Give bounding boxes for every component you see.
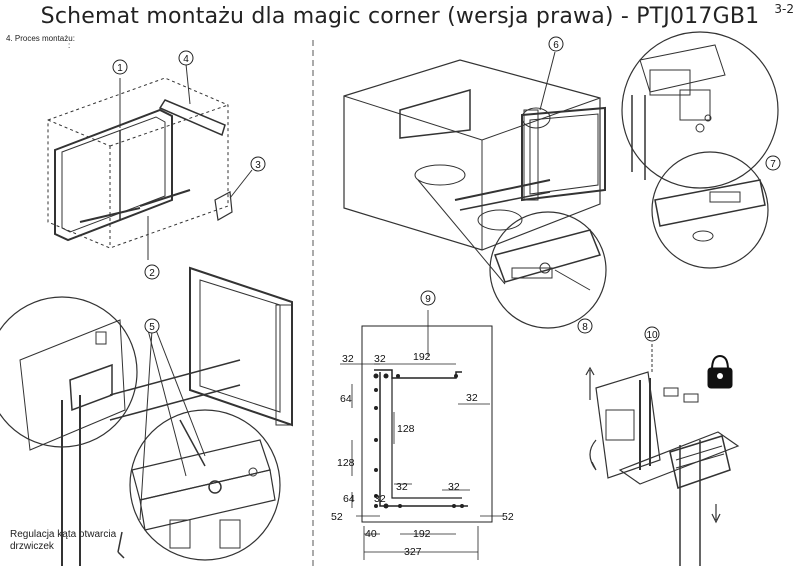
page-number: 3-2 (774, 2, 794, 16)
section-label: 4. Proces montażu: : (6, 34, 75, 50)
dimension-labels: 32 32 192 32 64 128 128 64 32 32 32 52 5… (331, 351, 514, 558)
page-title: Schemat montażu dla magic corner (wersja… (40, 4, 760, 29)
callout-2 (144, 264, 160, 280)
dim-bottom-40: 40 (365, 528, 377, 540)
dim-top-width: 192 (413, 351, 431, 363)
mounting-holes (373, 373, 464, 509)
dim-bottom-32-c: 32 (448, 481, 460, 493)
section-label-colon: : (68, 41, 71, 50)
callout-7-label: 7 (770, 159, 776, 170)
dim-bottom-327: 327 (404, 546, 422, 558)
callout-8 (577, 318, 593, 334)
callout-9-label: 9 (425, 294, 431, 305)
callout-10-label: 10 (646, 330, 658, 341)
callout-8-label: 8 (582, 322, 588, 333)
callout-markers (112, 36, 781, 342)
dimension-drawing (340, 310, 504, 560)
section-label-text: 4. Proces montażu: (6, 34, 75, 43)
dim-right-upper: 32 (466, 392, 478, 404)
dim-left-52: 52 (331, 511, 343, 523)
dim-left-64-lower: 64 (343, 493, 355, 505)
cabinet-frame-view (47, 63, 253, 260)
padlock-icon (707, 354, 733, 389)
callout-6 (548, 36, 564, 52)
callout-4-label: 4 (183, 54, 189, 65)
dim-top-left: 32 (342, 353, 354, 365)
callout-10 (644, 326, 660, 342)
callout-3-label: 3 (255, 160, 261, 171)
callout-2-label: 2 (149, 268, 155, 279)
callout-6-label: 6 (553, 40, 559, 51)
dim-top-mid: 32 (374, 353, 386, 365)
callout-1-label: 1 (117, 63, 123, 74)
dim-left-128: 128 (337, 457, 355, 469)
dim-right-52: 52 (502, 511, 514, 523)
callout-7 (765, 155, 781, 171)
callout-3 (250, 156, 266, 172)
dim-bottom-192: 192 (413, 528, 431, 540)
hinge-detail-view (0, 266, 293, 566)
lock-assembly-view (585, 344, 740, 566)
dim-bottom-32-b: 32 (374, 493, 386, 505)
callout-labels: 1 4 3 2 5 6 7 8 9 10 (117, 40, 776, 341)
callout-4 (178, 50, 194, 66)
dim-bottom-32-a: 32 (396, 481, 408, 493)
dim-mid-128: 128 (397, 423, 415, 435)
cabinet-mounted-view (343, 31, 779, 329)
adjustment-caption: Regulacja kąta otwarcia drzwiczek (10, 529, 117, 552)
callout-5-label: 5 (149, 322, 155, 333)
callout-5 (144, 318, 160, 334)
callout-1 (112, 59, 128, 75)
dim-left-64-upper: 64 (340, 393, 352, 405)
callout-9 (420, 290, 436, 306)
